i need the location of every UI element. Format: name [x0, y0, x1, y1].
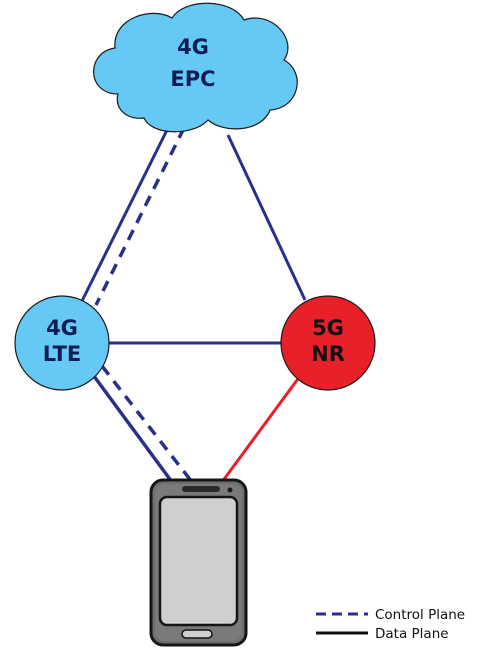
lte-circle	[14, 295, 110, 391]
lte-node: 4G LTE	[14, 295, 110, 391]
epc-label-line2: EPC	[170, 67, 215, 91]
epc-label-line1: 4G	[177, 35, 209, 59]
phone-camera	[227, 487, 233, 493]
epc-cloud: 4G EPC	[93, 2, 298, 133]
nr-node: 5G NR	[280, 295, 376, 391]
phone-speaker	[182, 486, 220, 492]
phone-home-button	[181, 629, 213, 639]
lte-ue-data-link	[86, 366, 174, 484]
cloud-icon	[93, 2, 298, 133]
lte-ue-control-link	[100, 364, 194, 484]
smartphone-icon	[149, 478, 248, 647]
nr-ue-data-link	[220, 371, 305, 483]
nr-label-line1: 5G	[312, 316, 344, 340]
phone-screen	[158, 495, 239, 627]
legend: Control Plane Data Plane	[316, 607, 465, 642]
epc-nr-data-link	[226, 134, 307, 301]
legend-data-plane-label: Data Plane	[375, 626, 449, 642]
lte-label-line2: LTE	[43, 342, 82, 366]
lte-label-line1: 4G	[46, 316, 78, 340]
epc-lte-control-link	[94, 127, 186, 306]
legend-control-plane-label: Control Plane	[375, 607, 465, 623]
epc-lte-data-link	[78, 127, 170, 306]
nr-circle	[280, 295, 376, 391]
nr-label-line2: NR	[311, 342, 345, 366]
links	[78, 127, 307, 484]
